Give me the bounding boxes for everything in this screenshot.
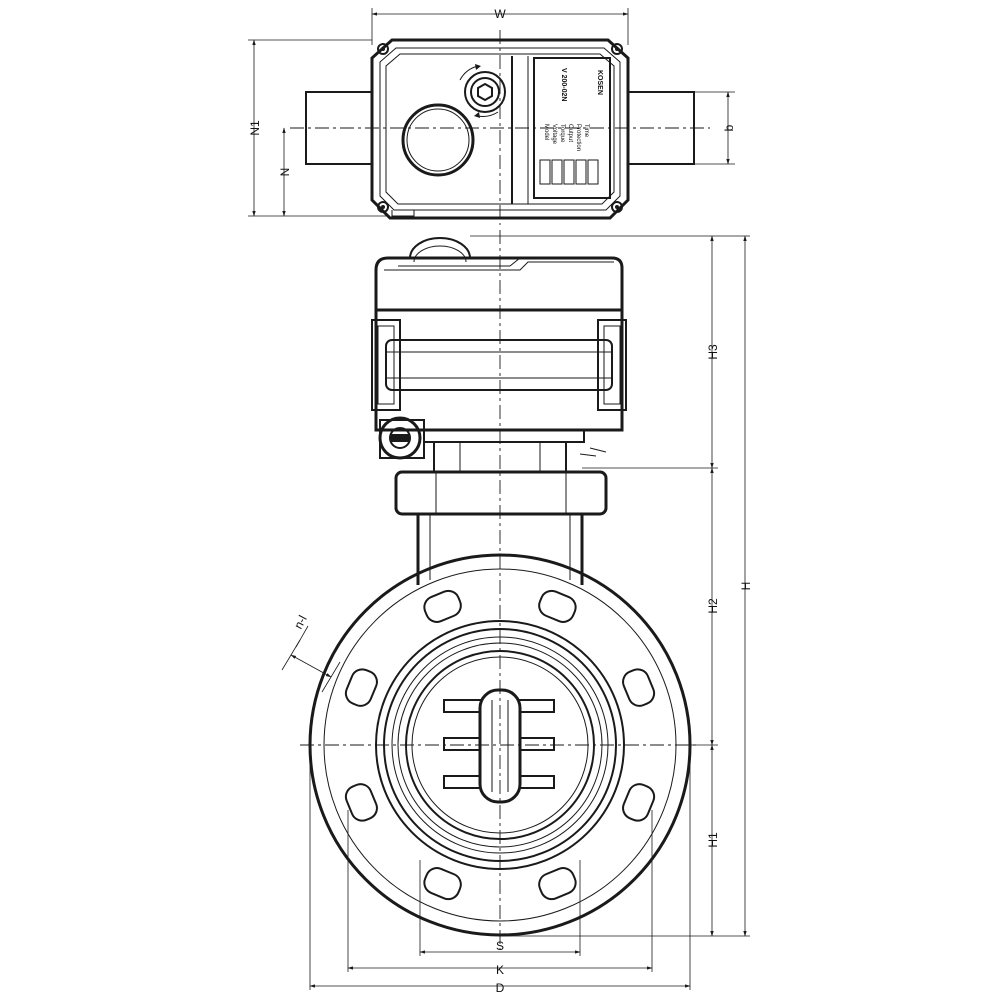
- butterfly-disc: [443, 688, 555, 804]
- nameplate-row-1: Model: [543, 124, 549, 140]
- indicator-dome: [409, 237, 471, 259]
- label-h1: H1: [706, 832, 720, 848]
- bolt-holes: [344, 589, 656, 901]
- bolt-hole-2: [423, 589, 462, 623]
- valve-body: [300, 230, 700, 950]
- nameplate-model: V 200-02N: [560, 68, 567, 101]
- bolt-hole-5: [622, 783, 656, 822]
- cable-gland-icon: [378, 416, 425, 460]
- actuator-body: [374, 308, 624, 432]
- nameplate-row-5: Protection: [575, 124, 581, 151]
- label-b: b: [722, 124, 736, 131]
- manual-override-icon: [459, 64, 506, 118]
- corner-screws: [377, 43, 623, 213]
- label-n1: N1: [248, 120, 262, 136]
- position-window: [401, 103, 475, 177]
- nameplate-row-3: Torque: [559, 124, 565, 143]
- label-h2: H2: [706, 598, 720, 614]
- nameplate-brand: KOSEN: [596, 70, 603, 95]
- nameplate-row-4: Output: [567, 124, 573, 142]
- nl-leader: [281, 625, 341, 693]
- coupling-flange: [394, 470, 608, 516]
- label-w: W: [494, 7, 506, 21]
- label-h: H: [739, 582, 753, 591]
- nameplate-row-2: Voltage: [551, 124, 557, 145]
- label-n-l: n-l: [291, 613, 310, 631]
- vertical-dims: [470, 235, 750, 937]
- bolt-hole-8: [423, 867, 462, 901]
- actuator-top-outline: [370, 38, 630, 220]
- bolt-hole-3: [622, 668, 656, 707]
- bolt-hole-4: [344, 668, 378, 707]
- bolt-hole-7: [538, 867, 577, 901]
- label-n: N: [278, 168, 292, 177]
- label-s: S: [496, 939, 504, 953]
- label-d: D: [496, 981, 505, 995]
- left-latch: [371, 319, 401, 411]
- actuator-front-view: [371, 237, 627, 585]
- top-view: KOSEN V 200-02N Model Voltage Torque Out…: [248, 8, 735, 225]
- label-h3: H3: [706, 344, 720, 360]
- nameplate-row-6: Time: [583, 124, 589, 138]
- bolt-hole-6: [344, 783, 378, 822]
- right-latch: [597, 319, 627, 411]
- bolt-hole-1: [538, 589, 577, 623]
- label-k: K: [496, 963, 504, 977]
- horizontal-dims: [309, 745, 691, 990]
